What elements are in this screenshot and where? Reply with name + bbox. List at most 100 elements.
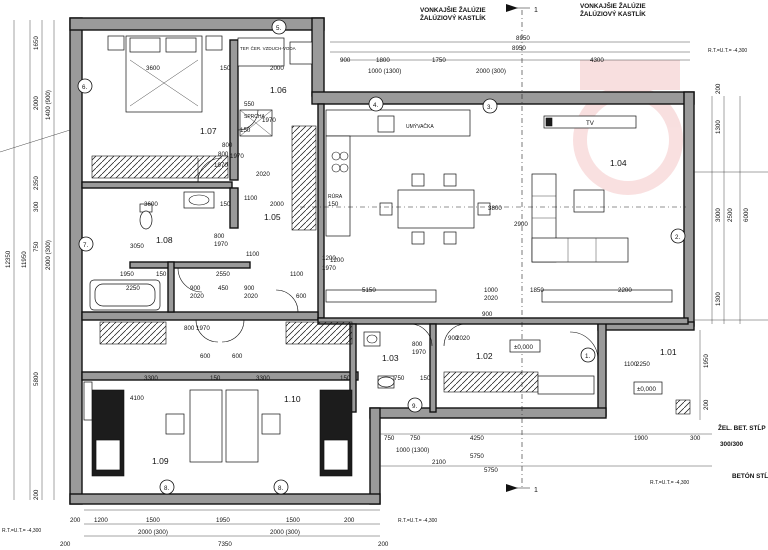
tank-label: TEP. ČER. VZDUCH-VODA — [240, 45, 296, 51]
dim-text: 3300 — [144, 375, 158, 382]
dim-text: 1500 — [146, 517, 160, 524]
dim-text: 1950 — [120, 271, 134, 278]
dim-text: 2020 — [244, 293, 258, 300]
single-bed-right — [319, 389, 353, 477]
dim-text: 1950 — [703, 354, 710, 368]
exterior-walls — [69, 17, 695, 505]
dim-text: 1970 — [230, 153, 244, 160]
dim-text: 1970 — [262, 117, 276, 124]
dim-text: 1300 — [715, 292, 722, 306]
dim-text: 2000 (300) — [476, 68, 506, 75]
room-label: 1.07 — [200, 126, 217, 136]
level-box — [509, 339, 541, 353]
dim-text: 4100 — [130, 395, 144, 402]
room-label: 1.09 — [152, 456, 169, 466]
dim-text: 200 — [703, 399, 710, 410]
dining-table — [379, 173, 491, 245]
window-markers: 1. 2. 3. 4. 5. 6. 7. 8. 8. 9. — [77, 19, 686, 495]
washbasin-small — [363, 331, 381, 347]
dimension-texts: 8950 8950 900 1800 1750 4300 1000 (1300)… — [60, 35, 701, 548]
toilet — [139, 203, 153, 230]
dim-text: 2000 (300) — [138, 529, 168, 536]
dim-text: 750 — [394, 375, 405, 382]
dim-text: 1750 — [432, 57, 446, 64]
dim-text: 2350 — [33, 176, 40, 190]
dim-text: 2250 — [126, 285, 140, 292]
dim-text: 800 — [218, 151, 229, 158]
dim-text: 200 — [33, 489, 40, 500]
dim-text: 800 — [184, 325, 195, 332]
dim-text: 3800 — [488, 205, 502, 212]
window-marker: 1. — [585, 353, 590, 360]
level-note: R.T.=U.T.= -4,300 — [398, 518, 437, 524]
tv-label: TV — [586, 120, 595, 127]
single-bed-left — [91, 389, 125, 477]
blind-note: VONKAJŠIE ŽALÚZIE — [420, 5, 486, 14]
room-label: 1.03 — [382, 353, 399, 363]
dim-text: 1500 — [286, 517, 300, 524]
dim-text: 5750 — [470, 453, 484, 460]
shower — [239, 109, 273, 137]
room-label: 1.02 — [476, 351, 493, 361]
dim-text: 900 — [190, 285, 201, 292]
dim-text: 2020 — [456, 335, 470, 342]
room-label: 1.08 — [156, 235, 173, 245]
dim-text: 150 — [210, 375, 221, 382]
nightstand — [107, 35, 125, 51]
dim-text: 1100 — [624, 361, 638, 368]
tank-unit — [237, 37, 313, 67]
shower-label: SPRCHA — [244, 114, 266, 120]
sideboard — [541, 289, 673, 303]
dim-text: 1300 — [715, 120, 722, 134]
room-label: 1.06 — [270, 85, 287, 95]
dim-text: 150 — [220, 201, 231, 208]
section-mark: 1 — [534, 7, 538, 14]
blind-note: VONKAJŠIE ŽALÚZIE — [580, 1, 646, 10]
blind-note: ŽALÚZIOVÝ KASTLÍK — [420, 13, 486, 22]
dim-text: 1100 — [244, 195, 258, 202]
window-marker: 4. — [373, 102, 378, 109]
dim-text: 3000 — [715, 208, 722, 222]
level-box — [633, 381, 663, 395]
dim-text: 8950 — [512, 45, 526, 52]
dim-text: 600 — [232, 353, 243, 360]
dim-text: 5150 — [362, 287, 376, 294]
dim-text: 150 — [220, 65, 231, 72]
dim-text: 12350 — [5, 250, 12, 268]
dim-text: 5750 — [484, 467, 498, 474]
dim-text: 2100 — [432, 459, 446, 466]
window-marker: 5. — [276, 25, 281, 32]
dim-text: 300 — [33, 201, 40, 212]
dim-text: 8950 — [516, 35, 530, 42]
window-marker: 9. — [412, 403, 417, 410]
section-line — [506, 4, 530, 492]
level-label: ±0,000 — [514, 344, 533, 351]
blind-note: ŽALÚZIOVÝ KASTLÍK — [580, 9, 646, 18]
dim-text: 2000 — [270, 65, 284, 72]
dim-text: 300 — [690, 435, 701, 442]
dim-text: 1200 — [322, 255, 336, 262]
washbasin — [183, 191, 215, 209]
dim-text: 1900 — [634, 435, 648, 442]
dim-text: 7350 — [218, 541, 232, 548]
dim-text: 200 — [344, 517, 355, 524]
dim-text: 600 — [200, 353, 211, 360]
dim-text: 900 — [482, 311, 493, 318]
level-note: R.T.=U.T.= -4,300 — [708, 48, 747, 54]
dim-text: 900 — [448, 335, 459, 342]
dim-text: 1800 — [376, 57, 390, 64]
dim-text: 150 — [156, 271, 167, 278]
dim-text: 2020 — [256, 171, 270, 178]
dim-text: 1970 — [214, 241, 228, 248]
dim-text: 2000 — [270, 201, 284, 208]
dimension-lines — [13, 20, 741, 537]
kitchen-counter — [325, 109, 471, 237]
section-mark: 1 — [534, 487, 538, 494]
concrete-note: BETÓN STĹ — [732, 471, 768, 480]
dim-text: 800 — [214, 233, 225, 240]
dim-text: 2020 — [190, 293, 204, 300]
dim-text: 1000 (1300) — [396, 447, 429, 454]
dim-text: 1100 — [246, 251, 260, 258]
dim-text: 200 — [70, 517, 81, 524]
dim-text: 750 — [410, 435, 421, 442]
